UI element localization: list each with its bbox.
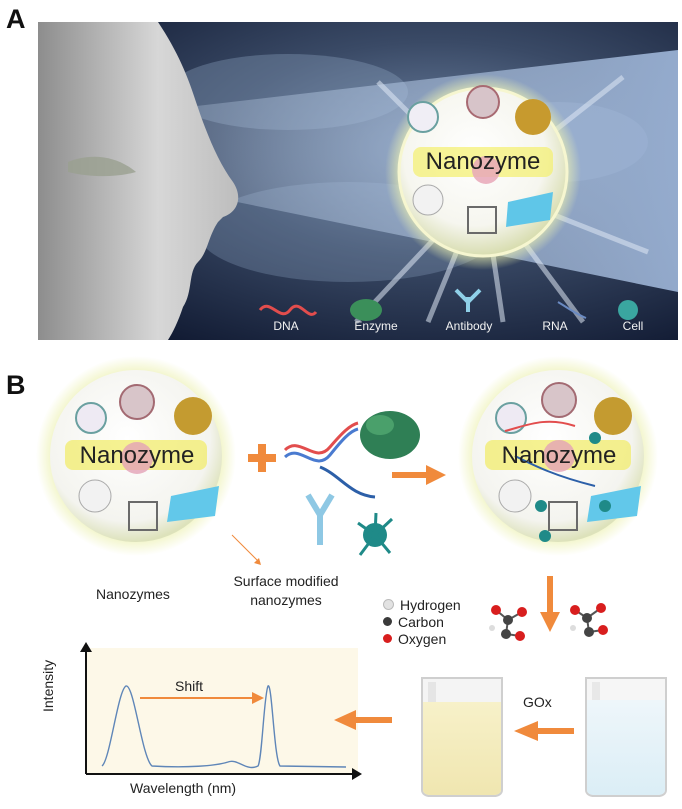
beaker-yellow <box>421 677 503 797</box>
label-antibody: Antibody <box>445 319 493 333</box>
surface-modified-caption-1: Surface modified <box>233 573 339 589</box>
panel-b-letter: B <box>6 370 26 400</box>
label-cell: Cell <box>622 319 644 333</box>
arrow-down <box>540 576 560 632</box>
legend-carbon: Carbon <box>383 613 461 630</box>
atom-legend: Hydrogen Carbon Oxygen <box>383 596 461 647</box>
gox-label: GOx <box>523 694 552 710</box>
surface-modified-caption-2: nanozymes <box>250 592 322 608</box>
oxygen-dot-icon <box>383 634 392 643</box>
beaker-clear <box>585 677 667 797</box>
panel-a-illustration <box>38 22 678 340</box>
panel-a-letter: A <box>6 4 26 34</box>
carbon-dot-icon <box>383 617 392 626</box>
glucose-molecule-left <box>489 605 527 641</box>
glucose-molecule-right <box>570 603 608 637</box>
nanozyme-sphere-left <box>36 356 236 556</box>
pointer-arrow <box>231 534 261 565</box>
legend-oxygen-label: Oxygen <box>398 630 447 647</box>
legend-hydrogen-label: Hydrogen <box>400 596 461 613</box>
arrow-right-1 <box>392 465 446 485</box>
legend-hydrogen: Hydrogen <box>383 596 461 613</box>
legend-oxygen: Oxygen <box>383 630 461 647</box>
legend-carbon-label: Carbon <box>398 613 444 630</box>
shift-label: Shift <box>175 678 204 694</box>
label-rna: RNA <box>542 319 568 333</box>
x-axis-label: Wavelength (nm) <box>130 780 237 796</box>
y-axis-label: Intensity <box>40 659 56 712</box>
label-enzyme: Enzyme <box>354 319 398 333</box>
nanozyme-label-right: Nanozyme <box>501 442 617 469</box>
nanozymes-caption: Nanozymes <box>96 586 170 602</box>
hydrogen-dot-icon <box>383 599 394 610</box>
plus-icon <box>248 444 276 472</box>
panel-a-nanozyme-label: Nanozyme <box>425 148 541 175</box>
arrow-left-gox <box>514 721 574 741</box>
label-dna: DNA <box>273 319 299 333</box>
nanozyme-label-left: Nanozyme <box>79 442 195 469</box>
spectrum-chart <box>80 642 362 780</box>
nanozyme-sphere-right <box>458 356 658 556</box>
arrow-left-1 <box>334 710 392 730</box>
biomolecules-group <box>283 411 420 556</box>
